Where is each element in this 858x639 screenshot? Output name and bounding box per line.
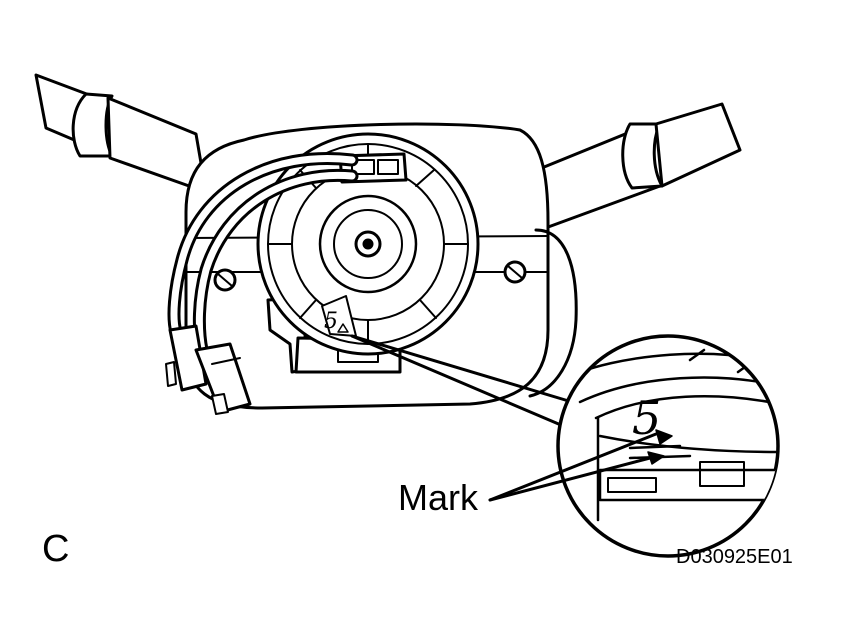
left-switch-lever [34,73,208,194]
drawing-code: D030925E01 [676,546,793,568]
harness-connectors [165,324,252,415]
mark-callout-arrows [488,432,658,502]
wire-harness [167,152,359,357]
view-label: C [42,528,70,570]
scale-number-zoom: 5 [632,391,661,445]
zoom-detail [556,334,780,558]
scale-number-small: 5 [324,309,338,334]
zoom-leader-lines [350,334,574,430]
mounting-screws [213,260,527,292]
right-switch-lever [520,102,742,232]
mark-callout-label: Mark [398,477,478,518]
